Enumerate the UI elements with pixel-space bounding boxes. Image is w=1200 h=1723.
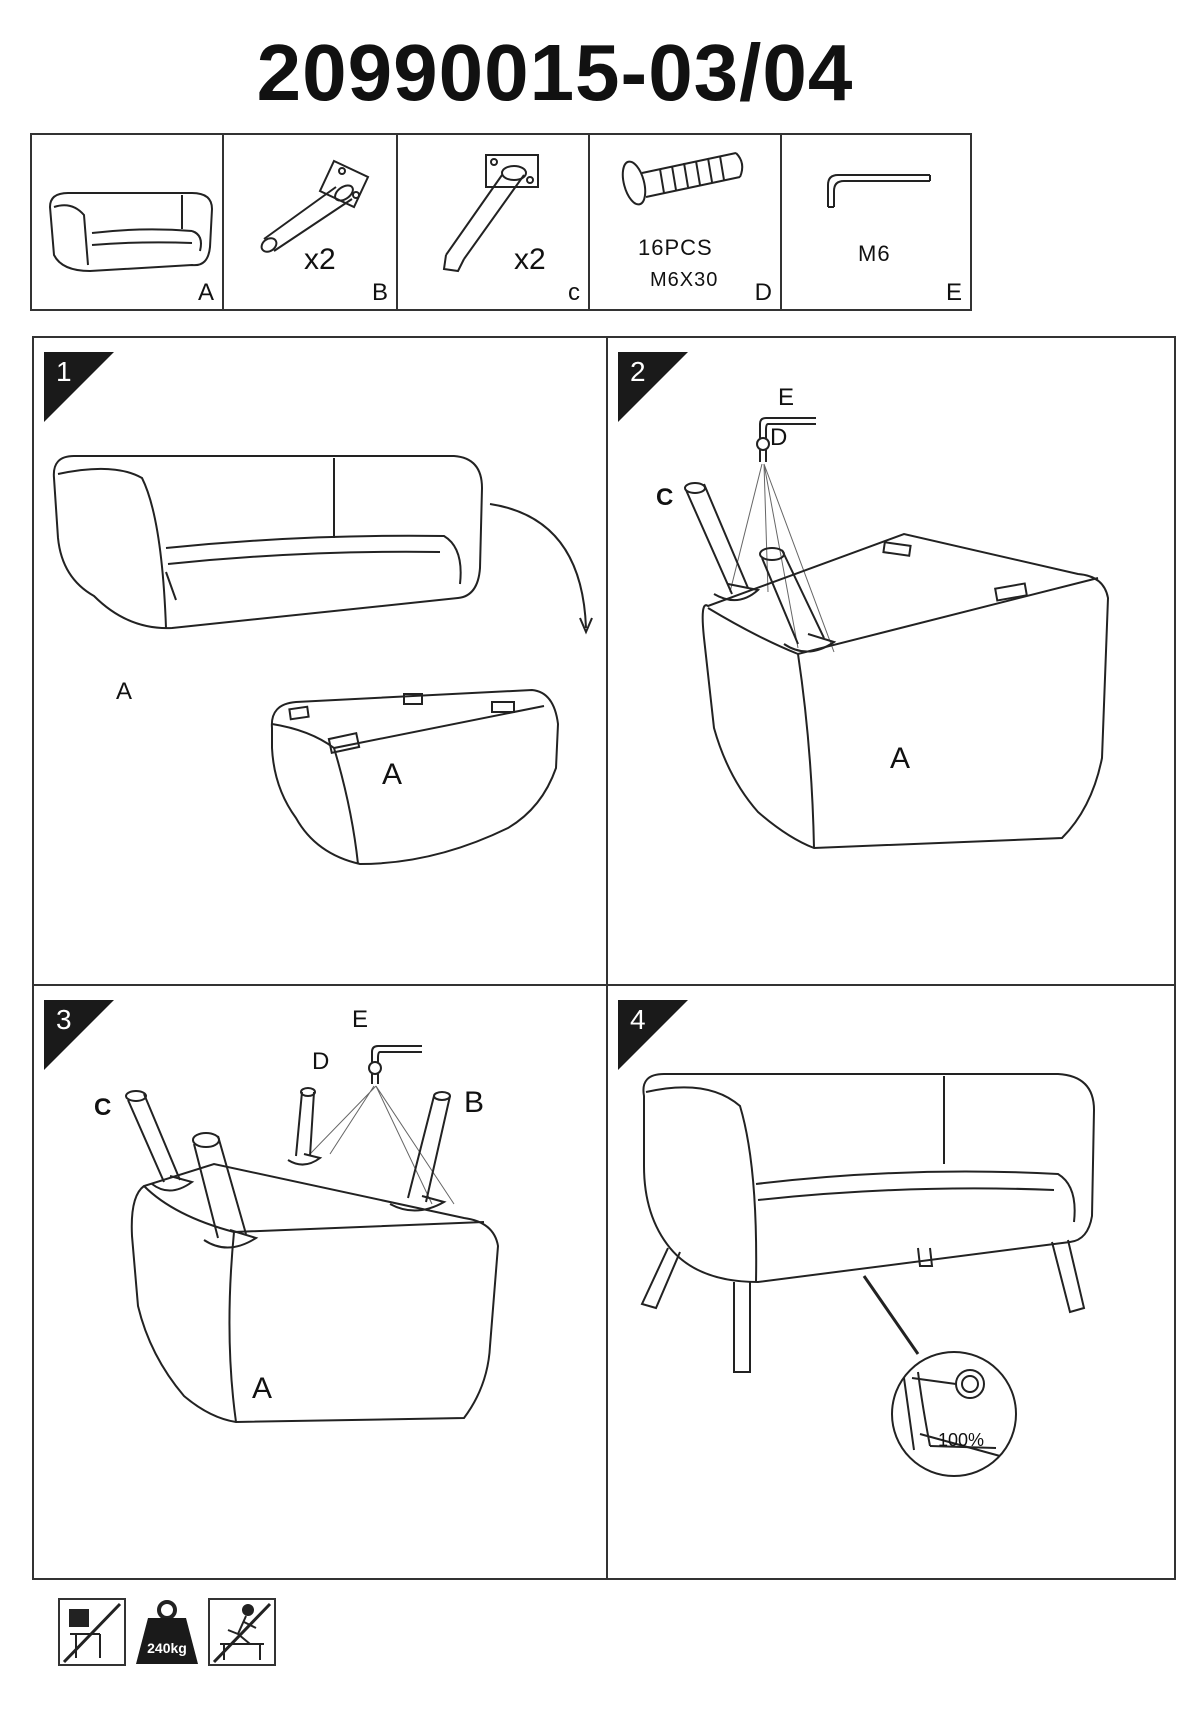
part-spec: M6 xyxy=(858,241,891,266)
step-2-illustration xyxy=(684,417,1110,850)
bolt-icon xyxy=(621,152,744,206)
hex-key-icon xyxy=(827,174,931,208)
bolt-label: D xyxy=(312,1048,330,1075)
body-label: A xyxy=(890,742,911,775)
parts-list: A x2 B x2 c xyxy=(30,133,972,311)
step-4-illustration xyxy=(640,1073,1096,1477)
torque-label: 100% xyxy=(938,1430,985,1450)
leg-c-label: C xyxy=(94,1094,112,1121)
step-badge-icon xyxy=(44,352,114,422)
part-letter: D xyxy=(754,279,772,306)
step-1: 1 A A xyxy=(34,338,606,984)
assembly-steps: 1 A A xyxy=(32,336,1176,1580)
step-4: 4 100% xyxy=(608,986,1180,1632)
part-letter: E xyxy=(945,279,962,306)
step-badge-icon xyxy=(618,1000,688,1070)
document-title: 20990015-03/04 xyxy=(256,28,854,117)
step-number: 3 xyxy=(56,1004,72,1035)
part-quantity: x2 xyxy=(514,243,546,276)
part-c-leg: x2 c xyxy=(398,135,590,309)
no-standing-icon xyxy=(208,1598,276,1666)
sofa-label: A xyxy=(116,678,133,705)
bolt-label: D xyxy=(770,424,788,451)
step-3: 3 xyxy=(34,986,606,1632)
part-e-hex-key: M6 E xyxy=(782,135,970,309)
part-letter: B xyxy=(371,279,388,306)
part-b-leg: x2 B xyxy=(224,135,398,309)
part-spec: M6X30 xyxy=(650,269,719,291)
sofa-icon xyxy=(48,192,214,273)
weight-limit-icon: 240kg xyxy=(134,1598,200,1666)
leg-b-icon xyxy=(260,159,370,253)
step-3-illustration xyxy=(125,1045,500,1424)
part-letter: c xyxy=(568,279,580,306)
step-number: 1 xyxy=(56,356,72,387)
tool-label: E xyxy=(778,384,795,411)
step-2: 2 xyxy=(608,338,1180,984)
step-badge-icon xyxy=(618,352,688,422)
step-number: 4 xyxy=(630,1004,646,1035)
max-load-label: 240kg xyxy=(147,1640,187,1656)
leg-b-label: B xyxy=(464,1086,485,1119)
part-quantity: x2 xyxy=(304,243,336,276)
part-d-bolt: 16PCS M6X30 D xyxy=(590,135,782,309)
step-badge-icon xyxy=(44,1000,114,1070)
step-1-illustration xyxy=(52,455,593,866)
body-label: A xyxy=(382,758,403,791)
tool-label: E xyxy=(352,1006,369,1033)
body-label: A xyxy=(252,1372,273,1405)
warning-icons: 240kg xyxy=(58,1598,276,1666)
divider xyxy=(34,984,1174,986)
leg-c-icon xyxy=(442,154,539,273)
part-letter: A xyxy=(197,279,214,306)
step-number: 2 xyxy=(630,356,646,387)
part-a-sofa: A xyxy=(32,135,224,309)
divider xyxy=(606,338,608,1578)
part-quantity: 16PCS xyxy=(638,235,713,260)
leg-label: C xyxy=(656,484,674,511)
no-sitting-on-arm-icon xyxy=(58,1598,126,1666)
